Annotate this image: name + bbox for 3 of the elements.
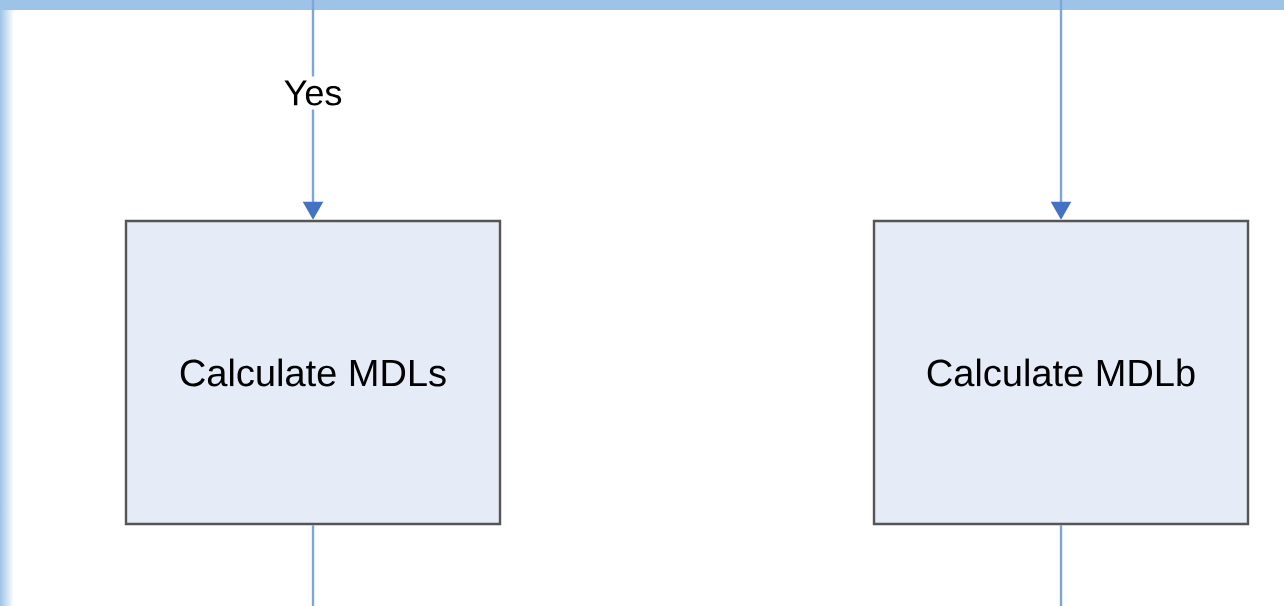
process-box: Calculate MDLs [124, 219, 502, 526]
process-box: Calculate MDLb [872, 219, 1250, 526]
edge-label: Yes [279, 76, 347, 110]
